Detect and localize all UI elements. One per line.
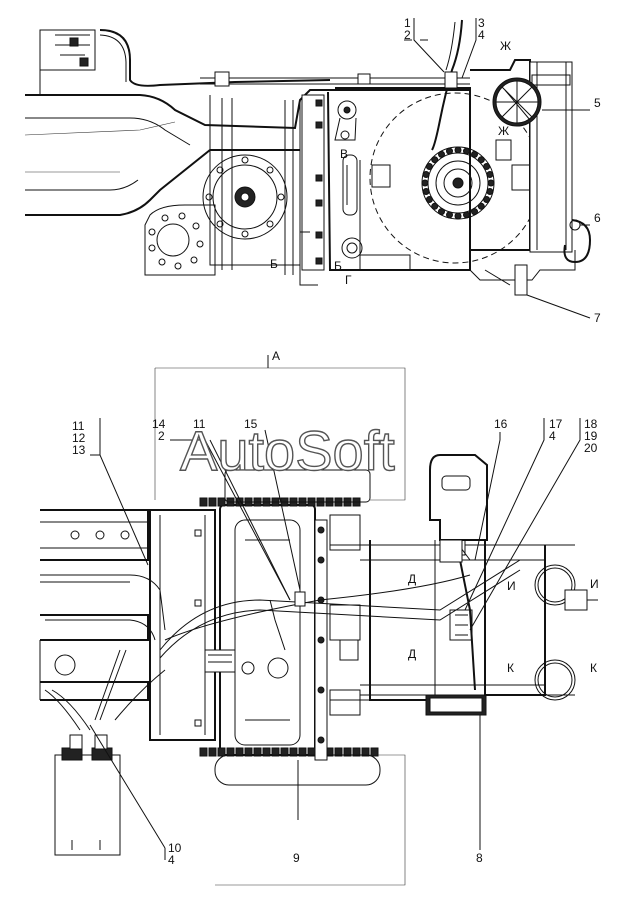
mark-k-right: К: [590, 661, 597, 675]
gear-teeth: [421, 146, 495, 220]
callout-9: 9: [293, 851, 300, 865]
callout-3: 3: [478, 16, 485, 30]
mark-i-right: И: [590, 577, 599, 591]
chain-link: [289, 747, 298, 757]
gear-tooth: [425, 163, 433, 170]
mark-d-top: Д: [408, 572, 416, 586]
chain-link: [271, 747, 280, 757]
gear-tooth: [454, 212, 462, 220]
chain-link: [199, 497, 208, 507]
gear-tooth: [463, 147, 470, 155]
callout-12: 12: [72, 431, 86, 445]
top-callouts: [404, 18, 591, 319]
chain-link: [361, 747, 370, 757]
mark-i-left: И: [507, 579, 516, 593]
mark-zh-top: Ж: [500, 39, 511, 53]
gear-tooth: [471, 150, 478, 158]
chain-link: [298, 747, 307, 757]
gear-tooth: [425, 196, 433, 203]
gear-tooth: [422, 188, 430, 195]
chain-link: [217, 747, 226, 757]
gear-tooth: [487, 179, 495, 187]
chain-link: [235, 747, 244, 757]
mark-v: В: [340, 147, 348, 161]
gear-tooth: [477, 156, 485, 164]
callout-2: 2: [404, 28, 411, 42]
mark-zh-lower: Ж: [498, 124, 509, 138]
gear-tooth: [421, 179, 429, 187]
chain-link: [370, 747, 379, 757]
callout-11-left: 11: [72, 419, 85, 433]
callout-1: 1: [404, 16, 411, 30]
chain-link: [208, 747, 217, 757]
top-assembly-view: [24, 19, 592, 296]
callout-19: 19: [584, 429, 598, 443]
gear-tooth: [431, 202, 439, 210]
gear-tooth: [486, 188, 494, 195]
mark-b-right: Б: [334, 259, 342, 273]
chain-link: [280, 747, 289, 757]
mark-g: Г: [345, 273, 352, 287]
gear-tooth: [477, 202, 485, 210]
plate-bolts: [315, 99, 323, 265]
callout-4-mid: 4: [196, 429, 203, 443]
chain-link: [352, 747, 361, 757]
callout-11-mid: 11: [193, 417, 206, 431]
gear-tooth: [446, 147, 453, 155]
view-a-plan: [39, 355, 598, 886]
callout-7: 7: [594, 311, 601, 325]
gear-tooth: [454, 146, 462, 154]
callout-4-top: 4: [478, 28, 485, 42]
gear-tooth: [446, 211, 453, 219]
callout-8: 8: [476, 851, 483, 865]
callout-2-bottom: 2: [158, 429, 165, 443]
callout-13: 13: [72, 443, 86, 457]
callout-15: 15: [244, 417, 258, 431]
mark-b-left: Б: [270, 257, 278, 271]
callout-4-bottom: 4: [168, 853, 175, 867]
callout-17: 17: [549, 417, 563, 431]
callout-10: 10: [168, 841, 182, 855]
gear-tooth: [431, 156, 439, 164]
callout-5: 5: [594, 96, 601, 110]
callout-4-right: 4: [549, 429, 556, 443]
chain-link: [199, 747, 208, 757]
gear-tooth: [438, 208, 445, 216]
view-a-label: А: [272, 349, 280, 363]
gear-tooth: [483, 196, 491, 203]
chain-link: [262, 747, 271, 757]
watermark-logo: AutoSoft: [180, 419, 395, 482]
bottom-callouts: [89, 418, 581, 860]
gear-tooth: [486, 171, 494, 178]
callout-20: 20: [584, 441, 598, 455]
callout-6: 6: [594, 211, 601, 225]
callout-16: 16: [494, 417, 508, 431]
chain-link: [226, 747, 235, 757]
chain-link: [343, 747, 352, 757]
gear-tooth: [463, 211, 470, 219]
gear-tooth: [422, 171, 430, 178]
chain-link: [217, 497, 226, 507]
callout-14: 14: [152, 417, 166, 431]
gear-tooth: [483, 163, 491, 170]
gear-tooth: [438, 150, 445, 158]
mark-k-left: К: [507, 661, 514, 675]
bolt-ring-left: [148, 212, 204, 270]
mark-d-bottom: Д: [408, 647, 416, 661]
callout-18: 18: [584, 417, 598, 431]
chain-link: [244, 747, 253, 757]
chain-link: [208, 497, 217, 507]
gear-tooth: [471, 208, 478, 216]
chain-link: [253, 747, 262, 757]
chain-link: [334, 747, 343, 757]
hub-bolts: [205, 156, 285, 238]
